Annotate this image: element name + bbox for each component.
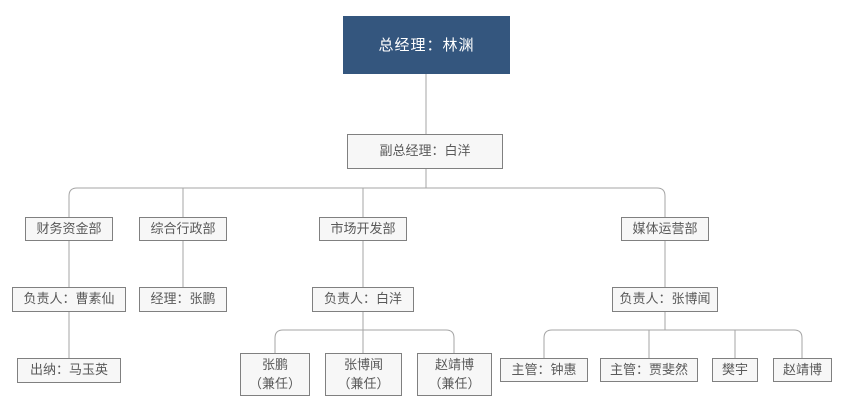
org-node-finance-cashier: 出纳：马玉英 xyxy=(17,358,121,383)
org-node-media-member-4: 赵靖博 xyxy=(773,358,832,382)
org-node-dept-finance: 财务资金部 xyxy=(25,217,113,241)
org-node-market-member-1: 张鹏 （兼任） xyxy=(240,353,310,396)
connector-media-bus xyxy=(543,329,803,358)
org-node-finance-lead: 负责人：曹素仙 xyxy=(12,287,126,312)
org-node-market-member-2: 张博闻 （兼任） xyxy=(325,353,402,396)
org-node-deputy-general-manager: 副总经理：白洋 xyxy=(347,134,503,169)
org-node-media-member-3: 樊宇 xyxy=(712,358,758,382)
member-note: （兼任） xyxy=(337,375,390,391)
org-node-market-lead: 负责人：白洋 xyxy=(312,287,414,312)
org-node-dept-market-dev: 市场开发部 xyxy=(319,217,407,241)
org-node-general-manager: 总经理：林渊 xyxy=(343,16,510,74)
member-name: 赵靖博 xyxy=(434,357,474,373)
member-note: （兼任） xyxy=(248,375,301,391)
org-node-market-member-3: 赵靖博 （兼任） xyxy=(417,353,492,396)
member-name: 张鹏 xyxy=(261,357,288,373)
org-node-admin-manager: 经理：张鹏 xyxy=(139,287,227,312)
connector-department-bus xyxy=(68,187,666,217)
org-node-dept-media-ops: 媒体运营部 xyxy=(621,217,709,241)
connector-market-bus xyxy=(274,329,455,353)
org-node-dept-admin: 综合行政部 xyxy=(139,217,227,241)
member-name: 张博闻 xyxy=(343,357,383,373)
org-node-media-member-2: 主管：贾斐然 xyxy=(600,358,698,382)
org-node-media-member-1: 主管：钟惠 xyxy=(500,358,588,382)
member-note: （兼任） xyxy=(428,375,481,391)
org-node-media-lead: 负责人：张博闻 xyxy=(612,287,718,312)
